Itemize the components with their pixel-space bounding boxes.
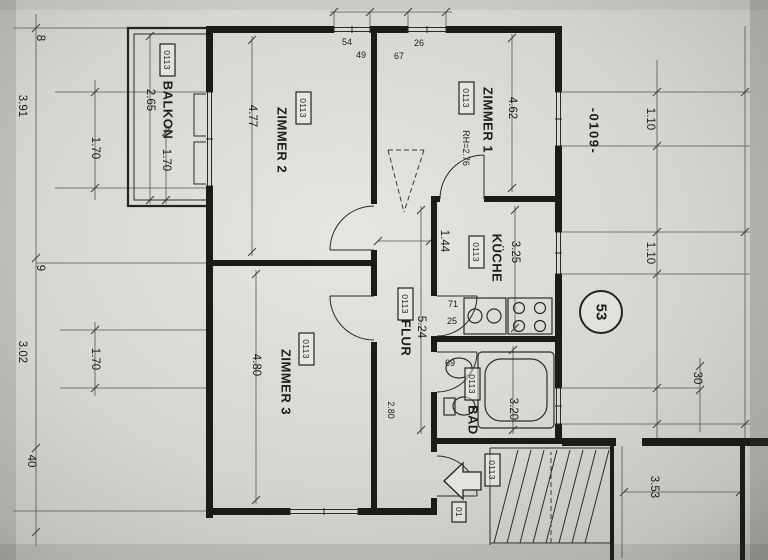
unit-box-bad [464, 367, 481, 401]
dim-label: 1.10 [644, 108, 656, 130]
corridor-dashed-marker [387, 149, 425, 213]
unit-box-flur [397, 287, 414, 321]
unit-boxes [159, 43, 501, 523]
dim-label: 3.25 [509, 241, 521, 263]
unit-box-zimmer1 [458, 81, 475, 115]
dim-label: 4.80 [250, 354, 262, 376]
tick-label: 49 [356, 50, 366, 60]
dimension-lines [14, 7, 750, 546]
dim-label: 2.80 [386, 401, 396, 419]
tick-label: 25 [447, 316, 457, 326]
dim-label: 3.53 [648, 476, 660, 498]
room-label-kueche: KÜCHE [490, 234, 505, 283]
room-label-zimmer1: ZIMMER 1 [481, 87, 496, 153]
dim-label: 1.70 [89, 137, 101, 159]
room-label-balkon: BALKON [161, 81, 176, 140]
unit-label: 0113 [467, 374, 477, 393]
dim-label: 3.02 [16, 341, 28, 363]
dim-label: 2.65 [144, 89, 156, 111]
unit-box-balkon [159, 43, 176, 77]
dim-label: 30 [691, 372, 703, 385]
room-label-bad: BAD [466, 405, 481, 435]
dim-label: 1.70 [160, 149, 172, 171]
unit-box-entrance [484, 453, 501, 487]
walls [206, 26, 768, 560]
dim-label: 3.91 [16, 95, 28, 117]
room-label-zimmer3: ZIMMER 3 [279, 349, 294, 415]
dim-label: 1.10 [644, 242, 656, 264]
room-label-zimmer2: ZIMMER 2 [275, 107, 290, 173]
labels: 8 3.91 9 3.02 40 2.65 1.70 1.70 1.70 011… [16, 35, 703, 517]
dim-label: 40 [25, 455, 37, 468]
apartment-number-badge [579, 290, 623, 334]
room-label-flur: FLUR [399, 320, 414, 357]
unit-label: 0113 [461, 88, 471, 107]
dim-label: 5.24 [415, 316, 427, 339]
entrance-arrow-icon [443, 461, 482, 501]
unit-label: 01 [454, 507, 464, 517]
staircase [489, 446, 623, 558]
dim-label: 8 [34, 35, 46, 41]
tick-label: 71 [448, 299, 458, 309]
unit-label: 0113 [162, 50, 172, 69]
unit-box-zimmer3 [298, 332, 315, 366]
unit-box-zimmer2 [295, 91, 312, 125]
room-height-label: RH=2.76 [461, 130, 471, 166]
dim-label: 4.77 [246, 105, 258, 127]
tick-label: 54 [342, 37, 352, 47]
unit-label: 0113 [487, 460, 497, 479]
unit-box-kueche [468, 235, 485, 269]
tick-label: 67 [394, 51, 404, 61]
tick-label: 26 [414, 38, 424, 48]
dim-label: 1.44 [438, 230, 450, 253]
plan-number-label: -0109- [587, 108, 602, 155]
unit-label: 0113 [400, 294, 410, 313]
tick-label: 69 [445, 358, 455, 368]
dim-label: 9 [34, 265, 46, 271]
dim-label: 3.20 [507, 398, 519, 420]
dim-label: 4.62 [506, 97, 518, 119]
unit-label: 0113 [471, 242, 481, 261]
toilet-icon [443, 397, 456, 416]
apartment-number-label: 53 [593, 304, 610, 321]
kitchen-sink-icon [463, 297, 507, 335]
unit-box-entrance-small [451, 501, 467, 523]
stove-icon [507, 297, 553, 335]
kitchen-fixtures [463, 297, 553, 335]
unit-label: 0113 [301, 339, 311, 358]
dim-label: 1.70 [89, 348, 101, 370]
unit-label: 0113 [298, 98, 308, 117]
windows [206, 26, 562, 515]
